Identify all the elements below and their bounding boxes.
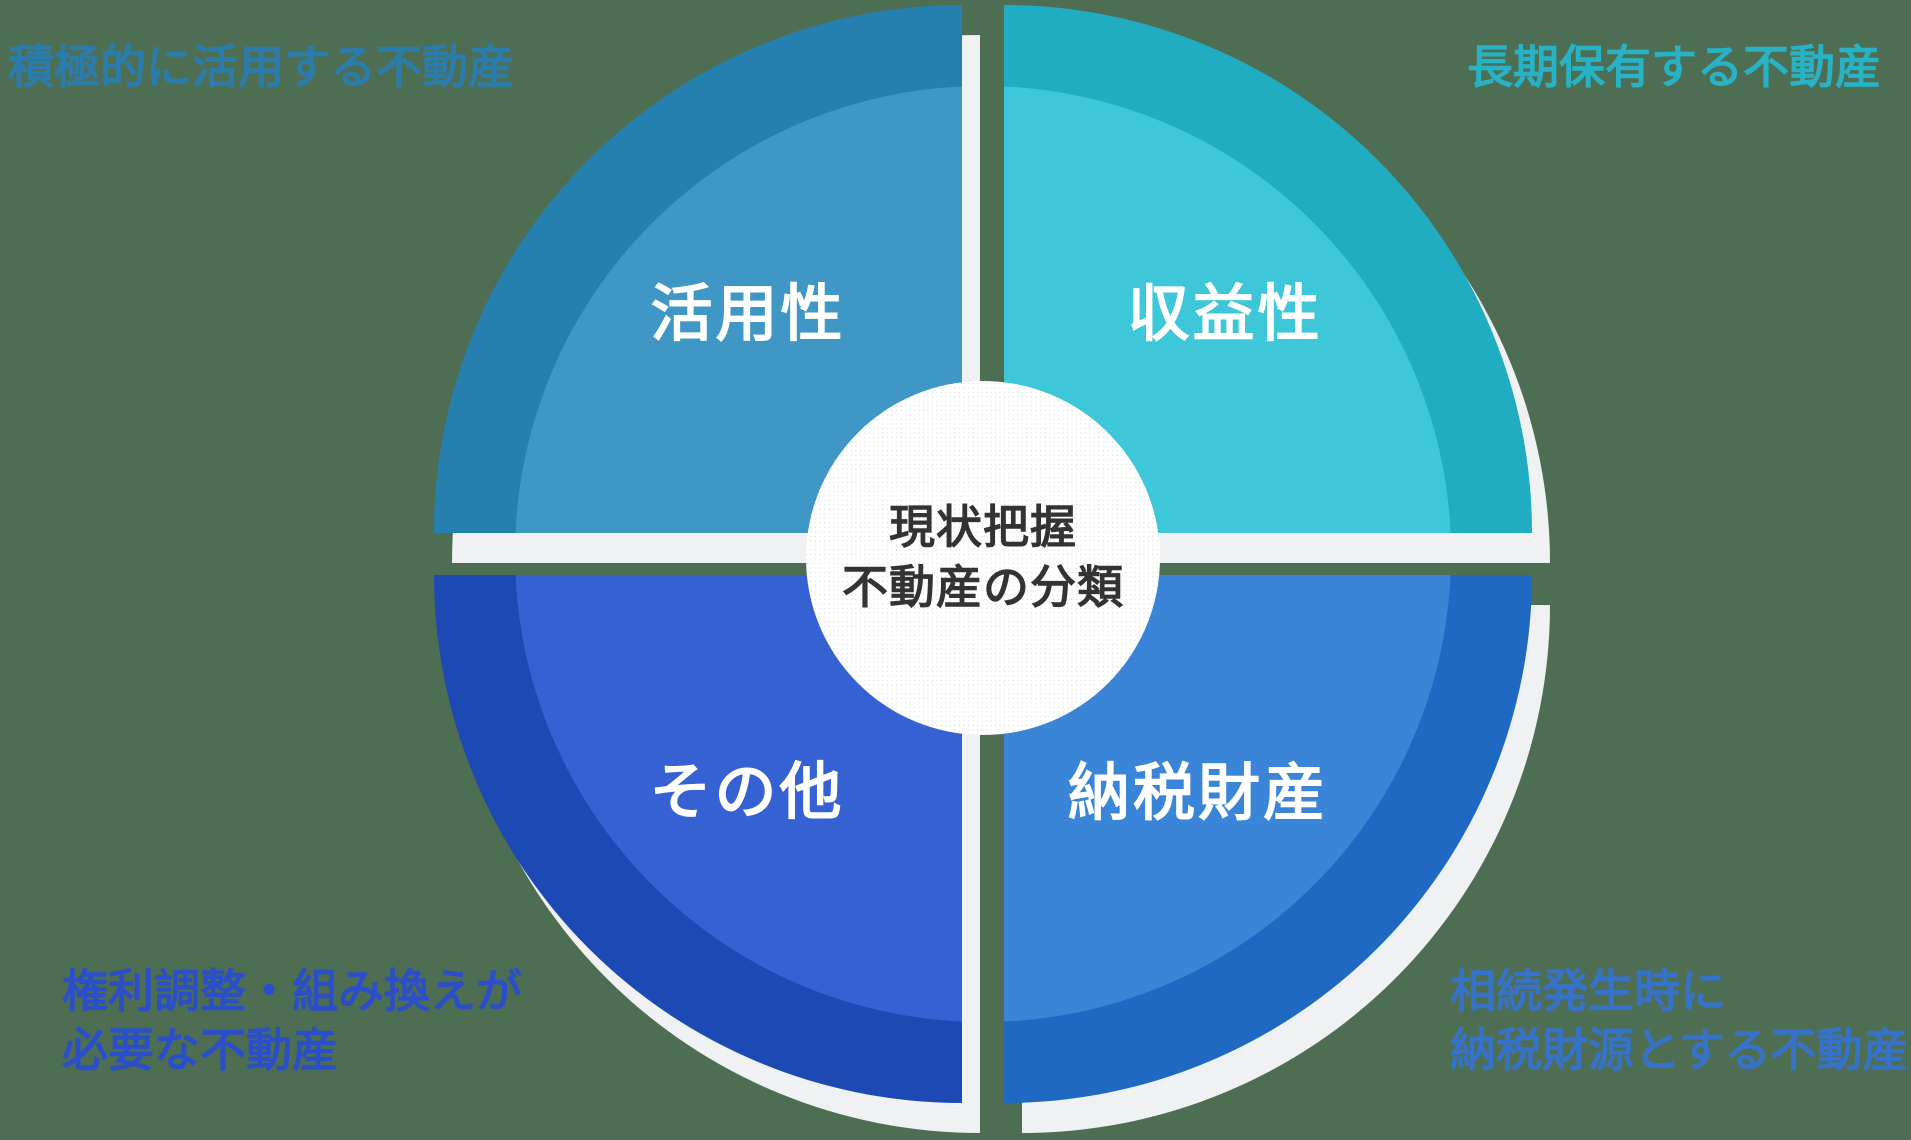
annotation-bottom-right-line1: 相続発生時に (1450, 965, 1726, 1017)
label-bottom-right-quadrant: 納税財産 (1068, 759, 1328, 828)
annotation-top-right: 長期保有する不動産 (1467, 38, 1881, 97)
label-bottom-left-quadrant: その他 (649, 758, 844, 827)
annotation-bottom-left: 権利調整・組み換えが 必要な不動産 (62, 962, 522, 1080)
center-circle-dot-texture (806, 381, 1160, 735)
quadrant-top-right-inner (1004, 86, 1451, 533)
annotation-top-right-line1: 長期保有する不動産 (1467, 41, 1881, 93)
center-title-line1: 現状把握 (889, 501, 1077, 553)
annotation-bottom-right-line2: 納税財源とする不動産 (1450, 1024, 1909, 1076)
quadrant-bottom-left-inner (515, 575, 962, 1022)
quadrant-bottom-right-inner (1004, 575, 1451, 1022)
annotation-top-left-line1: 積極的に活用する不動産 (8, 41, 514, 93)
label-top-left-quadrant: 活用性 (650, 280, 845, 349)
annotation-bottom-left-line1: 権利調整・組み換えが (62, 965, 522, 1017)
label-top-right-quadrant: 収益性 (1127, 280, 1322, 349)
quadrant-top-left-inner (515, 86, 962, 533)
annotation-bottom-right: 相続発生時に 納税財源とする不動産 (1450, 962, 1909, 1080)
center-title-line2: 不動産の分類 (842, 561, 1124, 613)
annotation-top-left: 積極的に活用する不動産 (8, 38, 514, 97)
annotation-bottom-left-line2: 必要な不動産 (62, 1024, 338, 1076)
